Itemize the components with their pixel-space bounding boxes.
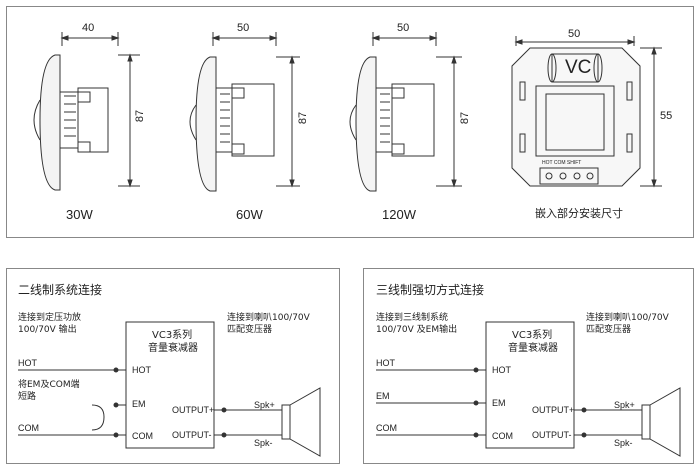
three-wire-hot-terminal: HOT [492,365,511,375]
two-wire-com-terminal: COM [132,431,153,441]
three-wire-speaker-note-2: 匹配变压器 [586,325,632,335]
width-dim-120w: 50 [397,22,410,34]
knob-120w-drawing [349,32,462,192]
three-wire-title: 三线制强切方式连接 [376,283,485,297]
knob-30w-drawing [33,32,140,191]
two-wire-em-terminal: EM [132,399,146,409]
two-wire-com-wire-label: COM [18,423,39,433]
three-wire-com-terminal: COM [492,431,513,441]
three-wire-spk-plus: Spk+ [614,400,635,410]
label-30w: 30W [66,207,93,222]
width-dim-60w: 50 [237,22,250,34]
two-wire-title: 二线制系统连接 [18,283,103,297]
two-wire-box-title-1: VC3系列 [152,330,193,341]
three-wire-spk-minus: Spk- [614,438,633,448]
terminal-labels: HOT COM SHIFT [542,160,582,166]
two-wire-source-note-2: 100/70V 输出 [18,325,77,335]
three-wire-em-terminal: EM [492,398,506,408]
two-wire-hot-wire-label: HOT [18,358,37,368]
mount-drawing [511,36,662,188]
three-wire-output-plus: OUTPUT+ [532,405,575,415]
three-wire-em-wire-label: EM [376,391,390,401]
three-wire-hot-wire-label: HOT [376,358,395,368]
knob-60w-drawing [189,32,300,192]
mount-logo: VC [565,57,592,78]
two-wire-box-title-2: 音量衰减器 [148,343,198,354]
three-wire-source-note-1: 连接到三线制系统 [376,313,449,323]
label-120w: 120W [382,207,416,222]
two-wire-output-minus: OUTPUT- [172,430,212,440]
two-wire-source-note-1: 连接到定压功放 [18,313,82,323]
three-wire-box-title-2: 音量衰减器 [508,343,558,354]
three-wire-source-note-2: 100/70V 及EM输出 [376,325,458,335]
label-60w: 60W [236,207,263,222]
two-wire-short-note-1: 将EM及COM端 [18,380,80,390]
mount-height-dim: 55 [660,110,673,122]
two-wire-output-plus: OUTPUT+ [172,405,215,415]
two-wire-spk-minus: Spk- [254,438,273,448]
mount-caption: 嵌入部分安装尺寸 [535,207,623,220]
two-wire-speaker-note-2: 匹配变压器 [227,325,273,335]
two-wire-spk-plus: Spk+ [254,400,275,410]
two-wire-short-note-2: 短路 [18,392,37,402]
three-wire-output-minus: OUTPUT- [532,430,572,440]
mount-width-dim: 50 [568,28,581,40]
two-wire-hot-terminal: HOT [132,365,151,375]
three-wire-box-title-1: VC3系列 [512,330,553,341]
three-wire-com-wire-label: COM [376,423,397,433]
two-wire-speaker-note-1: 连接到喇叭100/70V [227,313,310,323]
width-dim-30w: 40 [82,22,95,34]
three-wire-speaker-note-1: 连接到喇叭100/70V [586,313,669,323]
